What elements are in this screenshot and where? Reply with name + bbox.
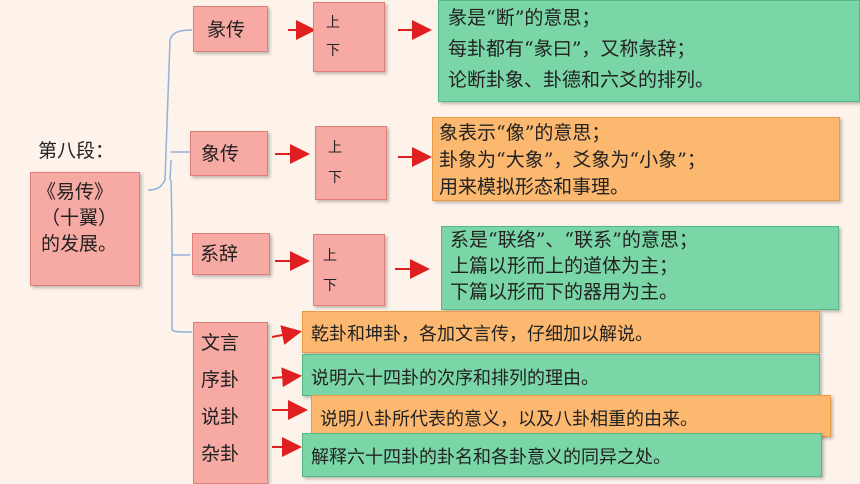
sub-box: 上 下 <box>315 126 387 200</box>
desc-line: 象表示“像”的意思； <box>439 122 611 144</box>
arrow <box>271 367 302 388</box>
xu-gua-label: 序卦 <box>201 369 240 391</box>
root-box: 《易传》 （十翼） 的发展。 <box>30 172 140 286</box>
desc-line: 论断卦象、卦德和六爻的排列。 <box>448 69 715 91</box>
sub-label-upper: 上 <box>328 140 342 156</box>
xu-gua-desc: 说明六十四卦的次序和排列的理由。 <box>302 354 820 396</box>
shuo-gua-desc: 说明八卦所代表的意义，以及八卦相重的由来。 <box>311 395 831 437</box>
root-heading: 第八段： <box>38 140 115 162</box>
desc-line: 彖是“断”的意思； <box>448 7 601 29</box>
sub-label-upper: 上 <box>326 15 340 31</box>
shuo-gua-label: 说卦 <box>201 406 240 428</box>
root-line: （十翼） <box>41 207 118 229</box>
bracket-line <box>147 29 193 330</box>
desc-line: 卦象为“大象”，爻象为“小象”； <box>439 149 706 171</box>
xi-ci-desc: 系是“联络”、“联系”的意思； 上篇以形而上的道体为主； 下篇以形而下的器用为主… <box>441 226 839 310</box>
sub-box: 上 下 <box>313 2 385 72</box>
desc-line: 用来模拟形态和事理。 <box>439 176 630 198</box>
sub-label-lower: 下 <box>328 170 342 186</box>
sub-label-lower: 下 <box>323 278 337 294</box>
tuan-zhuan-box: 彖传 <box>193 6 268 52</box>
wen-yan-label: 文言 <box>201 332 240 354</box>
other-wings-box: 文言 序卦 说卦 杂卦 <box>193 322 268 484</box>
desc-line: 系是“联络”、“联系”的意思； <box>450 229 698 251</box>
za-gua-desc: 解释六十四卦的卦名和各卦意义的同异之处。 <box>302 433 822 477</box>
desc-line: 下篇以形而下的器用为主。 <box>450 281 679 303</box>
sub-box: 上 下 <box>313 234 385 306</box>
xi-ci-box: 系辞 <box>192 233 270 275</box>
root-line: 《易传》 <box>37 181 114 203</box>
sub-label-lower: 下 <box>326 43 340 59</box>
desc-line: 上篇以形而上的道体为主； <box>450 255 679 277</box>
tuan-zhuan-desc: 彖是“断”的意思； 每卦都有“彖曰”，又称彖辞； 论断卦象、卦德和六爻的排列。 <box>438 0 860 102</box>
xiang-zhuan-desc: 象表示“像”的意思； 卦象为“大象”，爻象为“小象”； 用来模拟形态和事理。 <box>432 117 840 201</box>
sub-label-upper: 上 <box>323 248 337 264</box>
za-gua-label: 杂卦 <box>201 443 240 465</box>
wen-yan-desc: 乾卦和坤卦，各加文言传，仔细加以解说。 <box>302 311 820 353</box>
arrow <box>271 325 302 345</box>
desc-line: 每卦都有“彖曰”，又称彖辞； <box>448 38 696 60</box>
xiang-zhuan-box: 象传 <box>190 131 268 176</box>
root-line: 的发展。 <box>41 233 118 255</box>
